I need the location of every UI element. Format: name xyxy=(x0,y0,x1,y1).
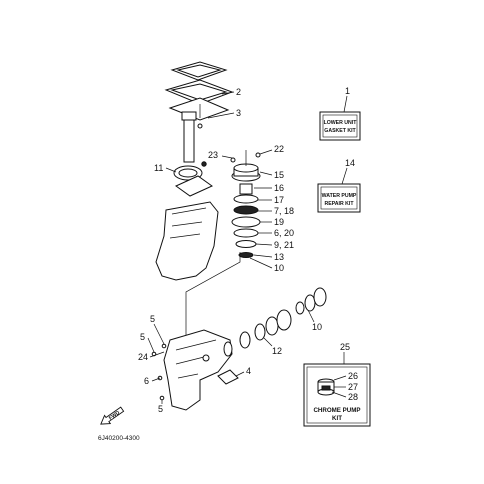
callout-14: 14 xyxy=(345,158,355,168)
gasket-plate-assembly xyxy=(164,61,234,129)
callout-5-top: 5 xyxy=(150,314,155,324)
callout-10-lower: 10 xyxy=(312,322,322,332)
pump-base xyxy=(175,161,213,197)
cover-plate xyxy=(217,369,239,385)
chrome-pump-kit-line2: KIT xyxy=(332,415,342,422)
callout-9-21: 9, 21 xyxy=(274,240,294,250)
callout-11: 11 xyxy=(154,163,163,173)
figure-code: 6J40200-4300 xyxy=(98,435,140,442)
callout-6-20: 6, 20 xyxy=(274,228,294,238)
callout-2: 2 xyxy=(236,87,241,97)
callout-25: 25 xyxy=(340,342,350,352)
callout-23: 23 xyxy=(208,150,218,160)
callout-7-18: 7, 18 xyxy=(274,206,294,216)
callout-5-mid: 5 xyxy=(140,332,145,342)
callout-10-upper: 10 xyxy=(274,263,284,273)
callout-5-bottom: 5 xyxy=(158,404,163,414)
fwd-label: FWD xyxy=(108,410,121,422)
callout-27: 27 xyxy=(348,382,358,392)
lower-casing xyxy=(155,201,219,281)
callout-labels: 1 2 3 11 22 23 15 16 17 7, 18 19 6, 20 9… xyxy=(138,86,355,414)
lower-unit-gasket-kit-box: LOWER UNIT GASKET KIT xyxy=(319,111,361,141)
callout-13: 13 xyxy=(274,252,284,262)
drive-shaft-tube xyxy=(181,111,197,163)
prop-shaft-seals xyxy=(223,287,327,357)
callout-26: 26 xyxy=(348,371,358,381)
callout-1: 1 xyxy=(345,86,350,96)
chrome-pump-illustration xyxy=(317,378,335,396)
callout-16: 16 xyxy=(274,183,284,193)
callout-19: 19 xyxy=(274,217,284,227)
water-pump-stack xyxy=(230,150,261,258)
lower-unit-kit-line2: GASKET KIT xyxy=(324,128,356,134)
callout-3: 3 xyxy=(236,108,241,118)
callout-28: 28 xyxy=(348,392,358,402)
fwd-arrow: FWD xyxy=(100,406,125,425)
lower-unit-kit-line1: LOWER UNIT xyxy=(324,120,358,126)
callout-4: 4 xyxy=(246,366,251,376)
callout-22: 22 xyxy=(274,144,284,154)
gear-case xyxy=(163,329,233,411)
callout-17: 17 xyxy=(274,195,284,205)
chrome-pump-kit-line1: CHROME PUMP xyxy=(313,407,360,414)
water-pump-kit-line2: REPAIR KIT xyxy=(324,201,354,207)
callout-6: 6 xyxy=(144,376,149,386)
callout-15: 15 xyxy=(274,170,284,180)
chrome-pump-kit-box: 26 27 28 CHROME PUMP KIT xyxy=(303,363,371,427)
callout-12: 12 xyxy=(272,346,282,356)
water-pump-kit-line1: WATER PUMP xyxy=(322,193,357,199)
callout-24: 24 xyxy=(138,352,148,362)
water-pump-repair-kit-box: WATER PUMP REPAIR KIT xyxy=(317,183,361,213)
